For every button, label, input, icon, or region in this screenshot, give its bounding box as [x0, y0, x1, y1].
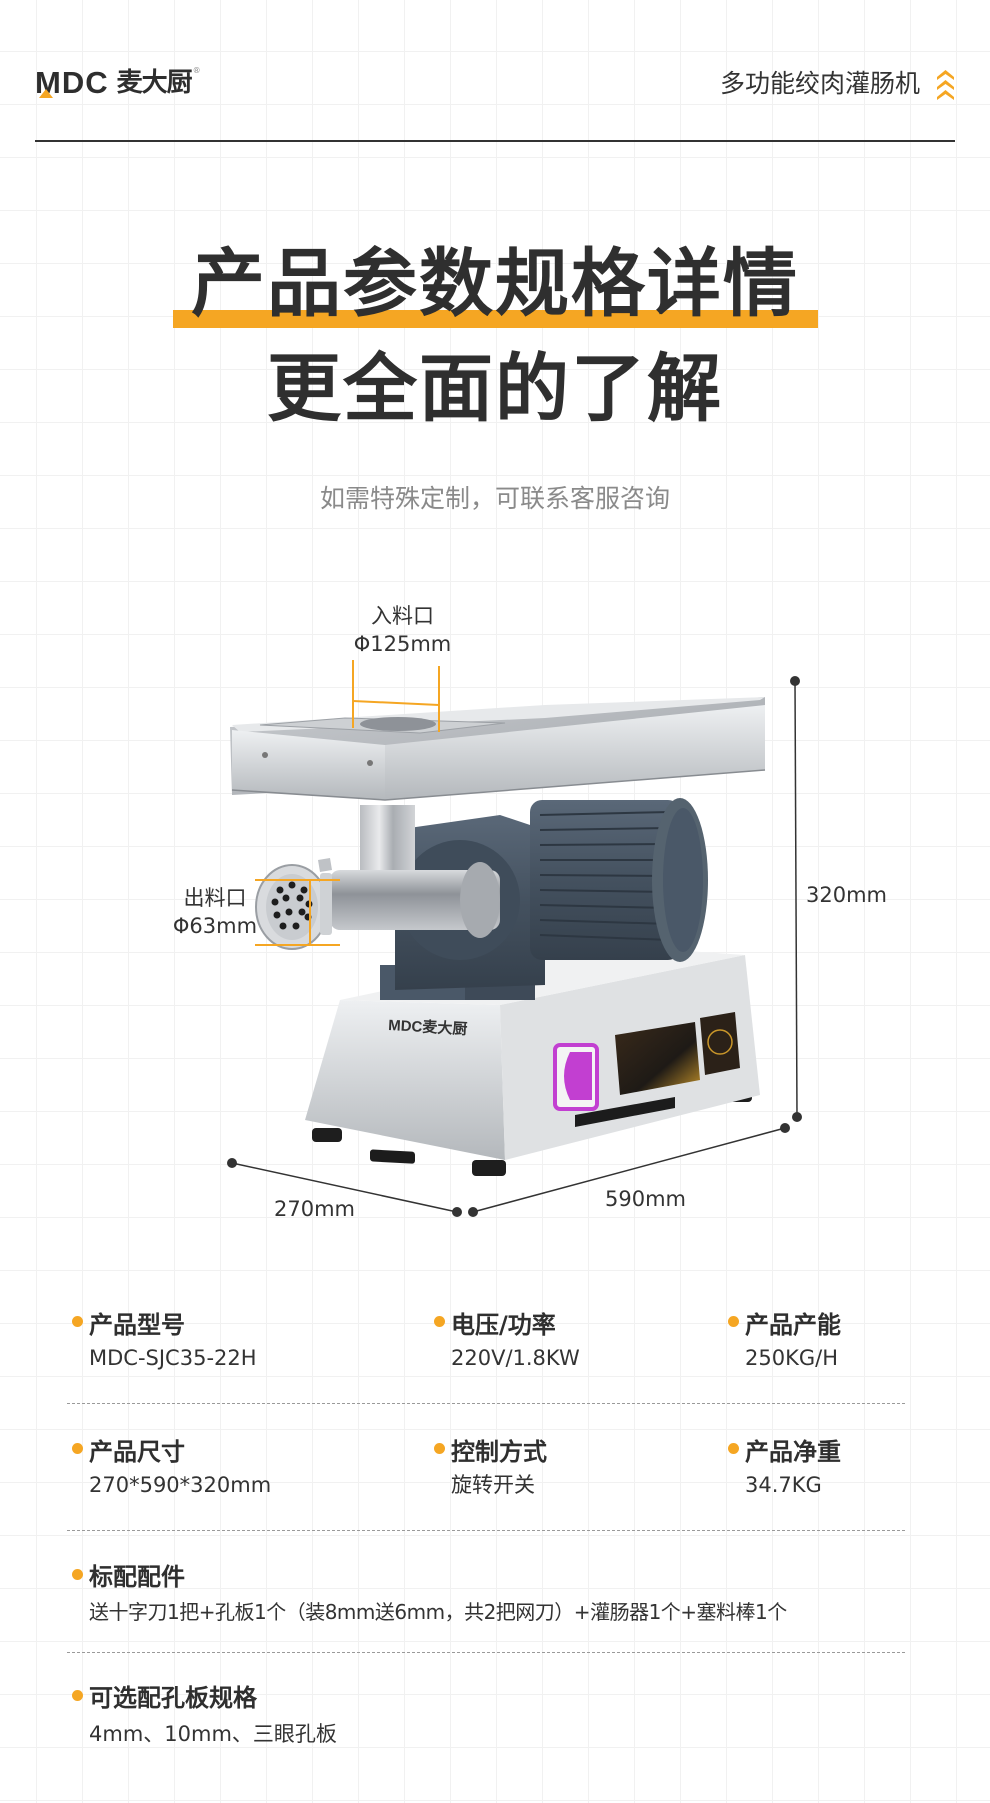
page-title-line2: 更全面的了解 — [267, 346, 723, 432]
spec-value-optional-plates: 4mm、10mm、三眼孔板 — [89, 1722, 337, 1746]
title-highlight-bar — [173, 310, 818, 328]
row-divider — [67, 1530, 905, 1531]
inlet-size: Φ125mm — [353, 632, 452, 656]
outlet-label: 出料口 — [183, 886, 247, 910]
row-divider — [67, 1403, 905, 1404]
spec-value-dimensions: 270*590*320mm — [89, 1473, 272, 1497]
bullet-icon — [72, 1690, 83, 1701]
spec-value-control: 旋转开关 — [451, 1473, 535, 1497]
bullet-icon — [434, 1443, 445, 1454]
height-dimension: 320mm — [806, 883, 887, 907]
width-dimension: 590mm — [605, 1187, 686, 1211]
svg-text:MDC麦大厨: MDC麦大厨 — [388, 1016, 468, 1038]
spec-label-capacity: 产品产能 — [745, 1311, 841, 1339]
spec-value-voltage-power: 220V/1.8KW — [451, 1346, 580, 1370]
spec-label-weight: 产品净重 — [745, 1438, 841, 1466]
page-subtitle: 如需特殊定制，可联系客服咨询 — [319, 484, 670, 513]
bullet-icon — [72, 1316, 83, 1327]
spec-label-model: 产品型号 — [89, 1311, 185, 1339]
logo-latin: MDC — [35, 65, 109, 100]
spec-label-control: 控制方式 — [451, 1438, 547, 1466]
bullet-icon — [728, 1443, 739, 1454]
spec-value-model: MDC-SJC35-22H — [89, 1346, 257, 1370]
header-divider — [35, 140, 955, 142]
product-category-title: 多功能绞肉灌肠机 — [719, 69, 920, 98]
inlet-label: 入料口 — [371, 604, 434, 628]
bullet-icon — [434, 1316, 445, 1327]
logo-accent-icon — [39, 89, 53, 98]
outlet-size: Φ63mm — [172, 914, 258, 938]
registered-mark: ® — [192, 66, 201, 75]
depth-dimension: 270mm — [274, 1197, 355, 1221]
page-title-line1: 产品参数规格详情 — [191, 241, 799, 327]
brand-logo: MDC 麦大厨 ® — [35, 66, 201, 98]
spec-label-optional-plates: 可选配孔板规格 — [89, 1684, 257, 1712]
bullet-icon — [72, 1443, 83, 1454]
spec-label-dimensions: 产品尺寸 — [89, 1438, 185, 1466]
spec-value-capacity: 250KG/H — [745, 1346, 838, 1370]
logo-chinese: 麦大厨 — [116, 68, 193, 98]
bullet-icon — [72, 1569, 83, 1580]
spec-label-accessories: 标配配件 — [89, 1563, 185, 1591]
spec-value-weight: 34.7KG — [745, 1473, 822, 1497]
row-divider — [67, 1652, 905, 1653]
spec-value-accessories: 送十字刀1把+孔板1个（装8mm送6mm，共2把网刀）+灌肠器1个+塞料棒1个 — [89, 1600, 787, 1624]
spec-label-voltage-power: 电压/功率 — [451, 1311, 556, 1339]
triple-chevron-up-icon — [937, 70, 954, 100]
bullet-icon — [728, 1316, 739, 1327]
